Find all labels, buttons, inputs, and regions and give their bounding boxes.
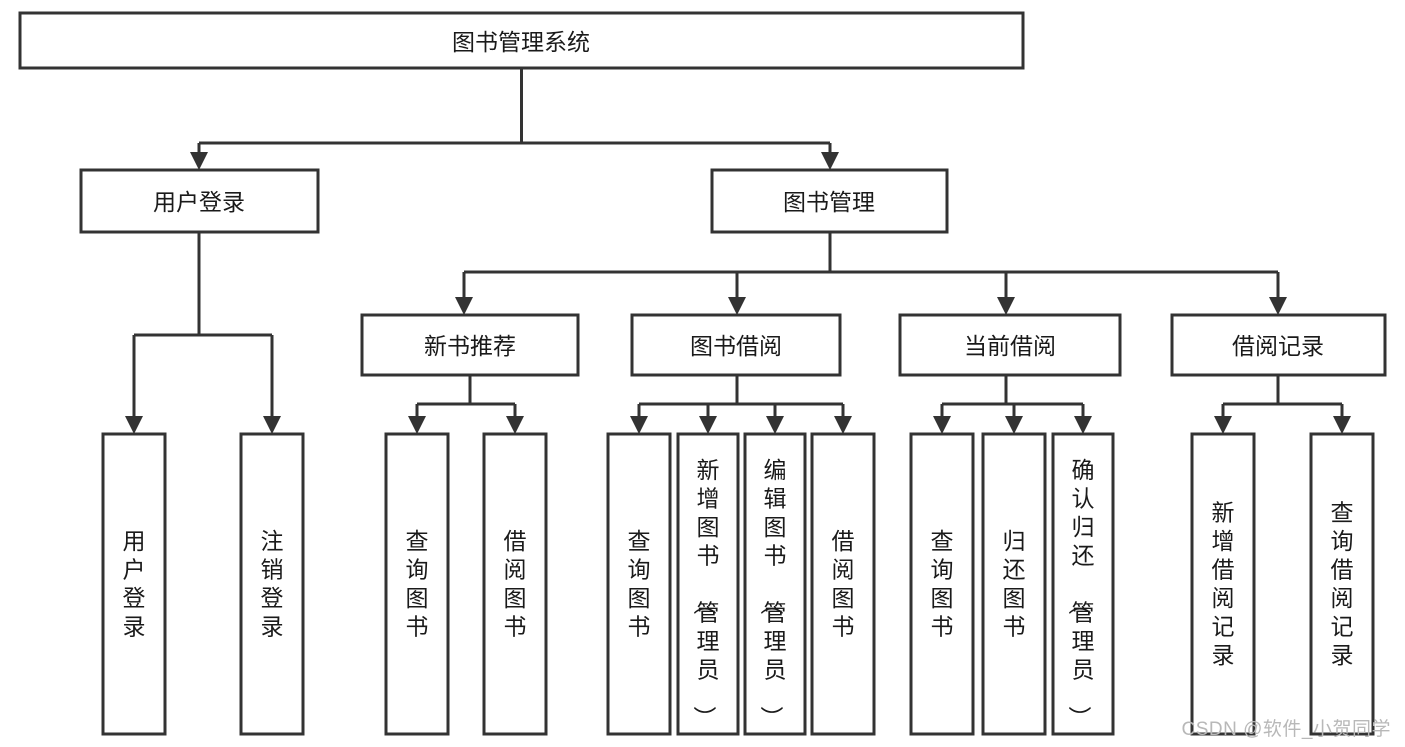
connector-group-book-borrow — [630, 375, 852, 434]
arrow-head-leaf-rec-query-record — [1333, 416, 1351, 434]
node-borrow-record-label: 借阅记录 — [1232, 333, 1324, 359]
arrow-head-new-book-rec — [455, 297, 473, 315]
leaf-cur-return-book-box[interactable] — [981, 432, 1047, 736]
leaf-borrow-borrow-book-label: 借阅图书 — [832, 528, 855, 640]
connector-group-root — [190, 68, 839, 170]
leaf-borrow-edit-book-label: 编辑图书（管理员） — [759, 457, 787, 729]
leaf-borrow-add-book-box[interactable] — [676, 432, 740, 736]
node-new-book-rec[interactable]: 新书推荐 — [360, 313, 580, 377]
leaf-logout-label: 注销登录 — [261, 528, 284, 640]
arrow-head-leaf-rec-add-record — [1214, 416, 1232, 434]
node-book-borrow-box[interactable] — [630, 313, 842, 377]
arrow-head-user-login — [190, 152, 208, 170]
arrow-head-leaf-rec-query-book — [408, 416, 426, 434]
leaf-borrow-edit-book-box[interactable] — [743, 432, 807, 736]
leaf-logout[interactable]: 注销登录 — [239, 432, 305, 736]
node-root[interactable]: 图书管理系统 — [18, 11, 1025, 70]
arrow-head-leaf-borrow-add-book — [699, 416, 717, 434]
leaf-rec-borrow-book-box[interactable] — [482, 432, 548, 736]
leaf-user-login-box[interactable] — [101, 432, 167, 736]
leaf-cur-confirm-return[interactable]: 确认归还（管理员） — [1051, 432, 1115, 736]
leaf-borrow-query-book-box[interactable] — [606, 432, 672, 736]
node-root-box[interactable] — [18, 11, 1025, 70]
arrow-head-leaf-rec-borrow-book — [506, 416, 524, 434]
node-current-borrow-box[interactable] — [898, 313, 1122, 377]
arrow-head-leaf-logout — [263, 416, 281, 434]
leaf-borrow-add-book[interactable]: 新增图书（管理员） — [676, 432, 740, 736]
node-new-book-rec-box[interactable] — [360, 313, 580, 377]
leaf-rec-add-record[interactable]: 新增借阅记录 — [1190, 432, 1256, 736]
connector-group-current-borrow — [933, 375, 1092, 434]
arrow-head-book-borrow — [728, 297, 746, 315]
connector-group-user-login — [125, 232, 281, 434]
leaf-borrow-add-book-label: 新增图书（管理员） — [692, 457, 720, 729]
leaf-rec-query-book-label: 查询图书 — [406, 528, 429, 640]
arrow-head-leaf-borrow-borrow-book — [834, 416, 852, 434]
leaf-user-login[interactable]: 用户登录 — [101, 432, 167, 736]
leaf-cur-return-book-label: 归还图书 — [1003, 528, 1026, 640]
leaf-borrow-edit-book[interactable]: 编辑图书（管理员） — [743, 432, 807, 736]
leaf-cur-query-book-box[interactable] — [909, 432, 975, 736]
leaf-user-login-label: 用户登录 — [123, 528, 146, 640]
leaf-borrow-borrow-book-box[interactable] — [810, 432, 876, 736]
leaf-rec-borrow-book[interactable]: 借阅图书 — [482, 432, 548, 736]
node-book-borrow-label: 图书借阅 — [690, 333, 782, 359]
leaf-borrow-query-book[interactable]: 查询图书 — [606, 432, 672, 736]
arrow-head-current-borrow — [997, 297, 1015, 315]
leaf-rec-query-book-box[interactable] — [384, 432, 450, 736]
leaf-rec-borrow-book-label: 借阅图书 — [504, 528, 527, 640]
leaf-rec-add-record-box[interactable] — [1190, 432, 1256, 736]
node-borrow-record-box[interactable] — [1170, 313, 1387, 377]
leaf-cur-query-book[interactable]: 查询图书 — [909, 432, 975, 736]
arrow-head-leaf-cur-return-book — [1005, 416, 1023, 434]
node-current-borrow[interactable]: 当前借阅 — [898, 313, 1122, 377]
leaf-cur-confirm-return-box[interactable] — [1051, 432, 1115, 736]
leaf-rec-add-record-label: 新增借阅记录 — [1212, 500, 1235, 669]
leaf-rec-query-record-box[interactable] — [1309, 432, 1375, 736]
node-book-mgmt-label: 图书管理 — [783, 189, 875, 215]
node-current-borrow-label: 当前借阅 — [964, 333, 1056, 359]
connector-group-book-mgmt — [455, 232, 1287, 315]
arrow-head-borrow-record — [1269, 297, 1287, 315]
arrow-head-book-mgmt — [821, 152, 839, 170]
connector-group-new-book-rec — [408, 375, 524, 434]
node-borrow-record[interactable]: 借阅记录 — [1170, 313, 1387, 377]
node-book-mgmt[interactable]: 图书管理 — [710, 168, 949, 234]
node-user-login[interactable]: 用户登录 — [79, 168, 320, 234]
arrow-head-leaf-cur-query-book — [933, 416, 951, 434]
node-root-label: 图书管理系统 — [452, 29, 590, 55]
leaf-rec-query-record[interactable]: 查询借阅记录 — [1309, 432, 1375, 736]
leaf-cur-query-book-label: 查询图书 — [931, 528, 954, 640]
node-book-mgmt-box[interactable] — [710, 168, 949, 234]
leaf-rec-query-record-label: 查询借阅记录 — [1331, 500, 1354, 669]
node-book-borrow[interactable]: 图书借阅 — [630, 313, 842, 377]
arrow-head-leaf-borrow-edit-book — [766, 416, 784, 434]
arrow-head-leaf-user-login — [125, 416, 143, 434]
leaf-borrow-borrow-book[interactable]: 借阅图书 — [810, 432, 876, 736]
node-user-login-label: 用户登录 — [153, 189, 245, 215]
arrow-head-leaf-cur-confirm-return — [1074, 416, 1092, 434]
node-user-login-box[interactable] — [79, 168, 320, 234]
leaf-rec-query-book[interactable]: 查询图书 — [384, 432, 450, 736]
node-new-book-rec-label: 新书推荐 — [424, 333, 516, 359]
connector-group-borrow-record — [1214, 375, 1351, 434]
leaf-node-layer: 用户登录 注销登录 查询图书 借阅图书 查询图书 新增图书（管理员） 编辑图书（管理员） 借阅… — [101, 432, 1375, 736]
leaf-cur-confirm-return-label: 确认归还（管理员） — [1067, 457, 1095, 729]
leaf-cur-return-book[interactable]: 归还图书 — [981, 432, 1047, 736]
arrow-head-leaf-borrow-query-book — [630, 416, 648, 434]
leaf-borrow-query-book-label: 查询图书 — [628, 528, 651, 640]
leaf-logout-box[interactable] — [239, 432, 305, 736]
